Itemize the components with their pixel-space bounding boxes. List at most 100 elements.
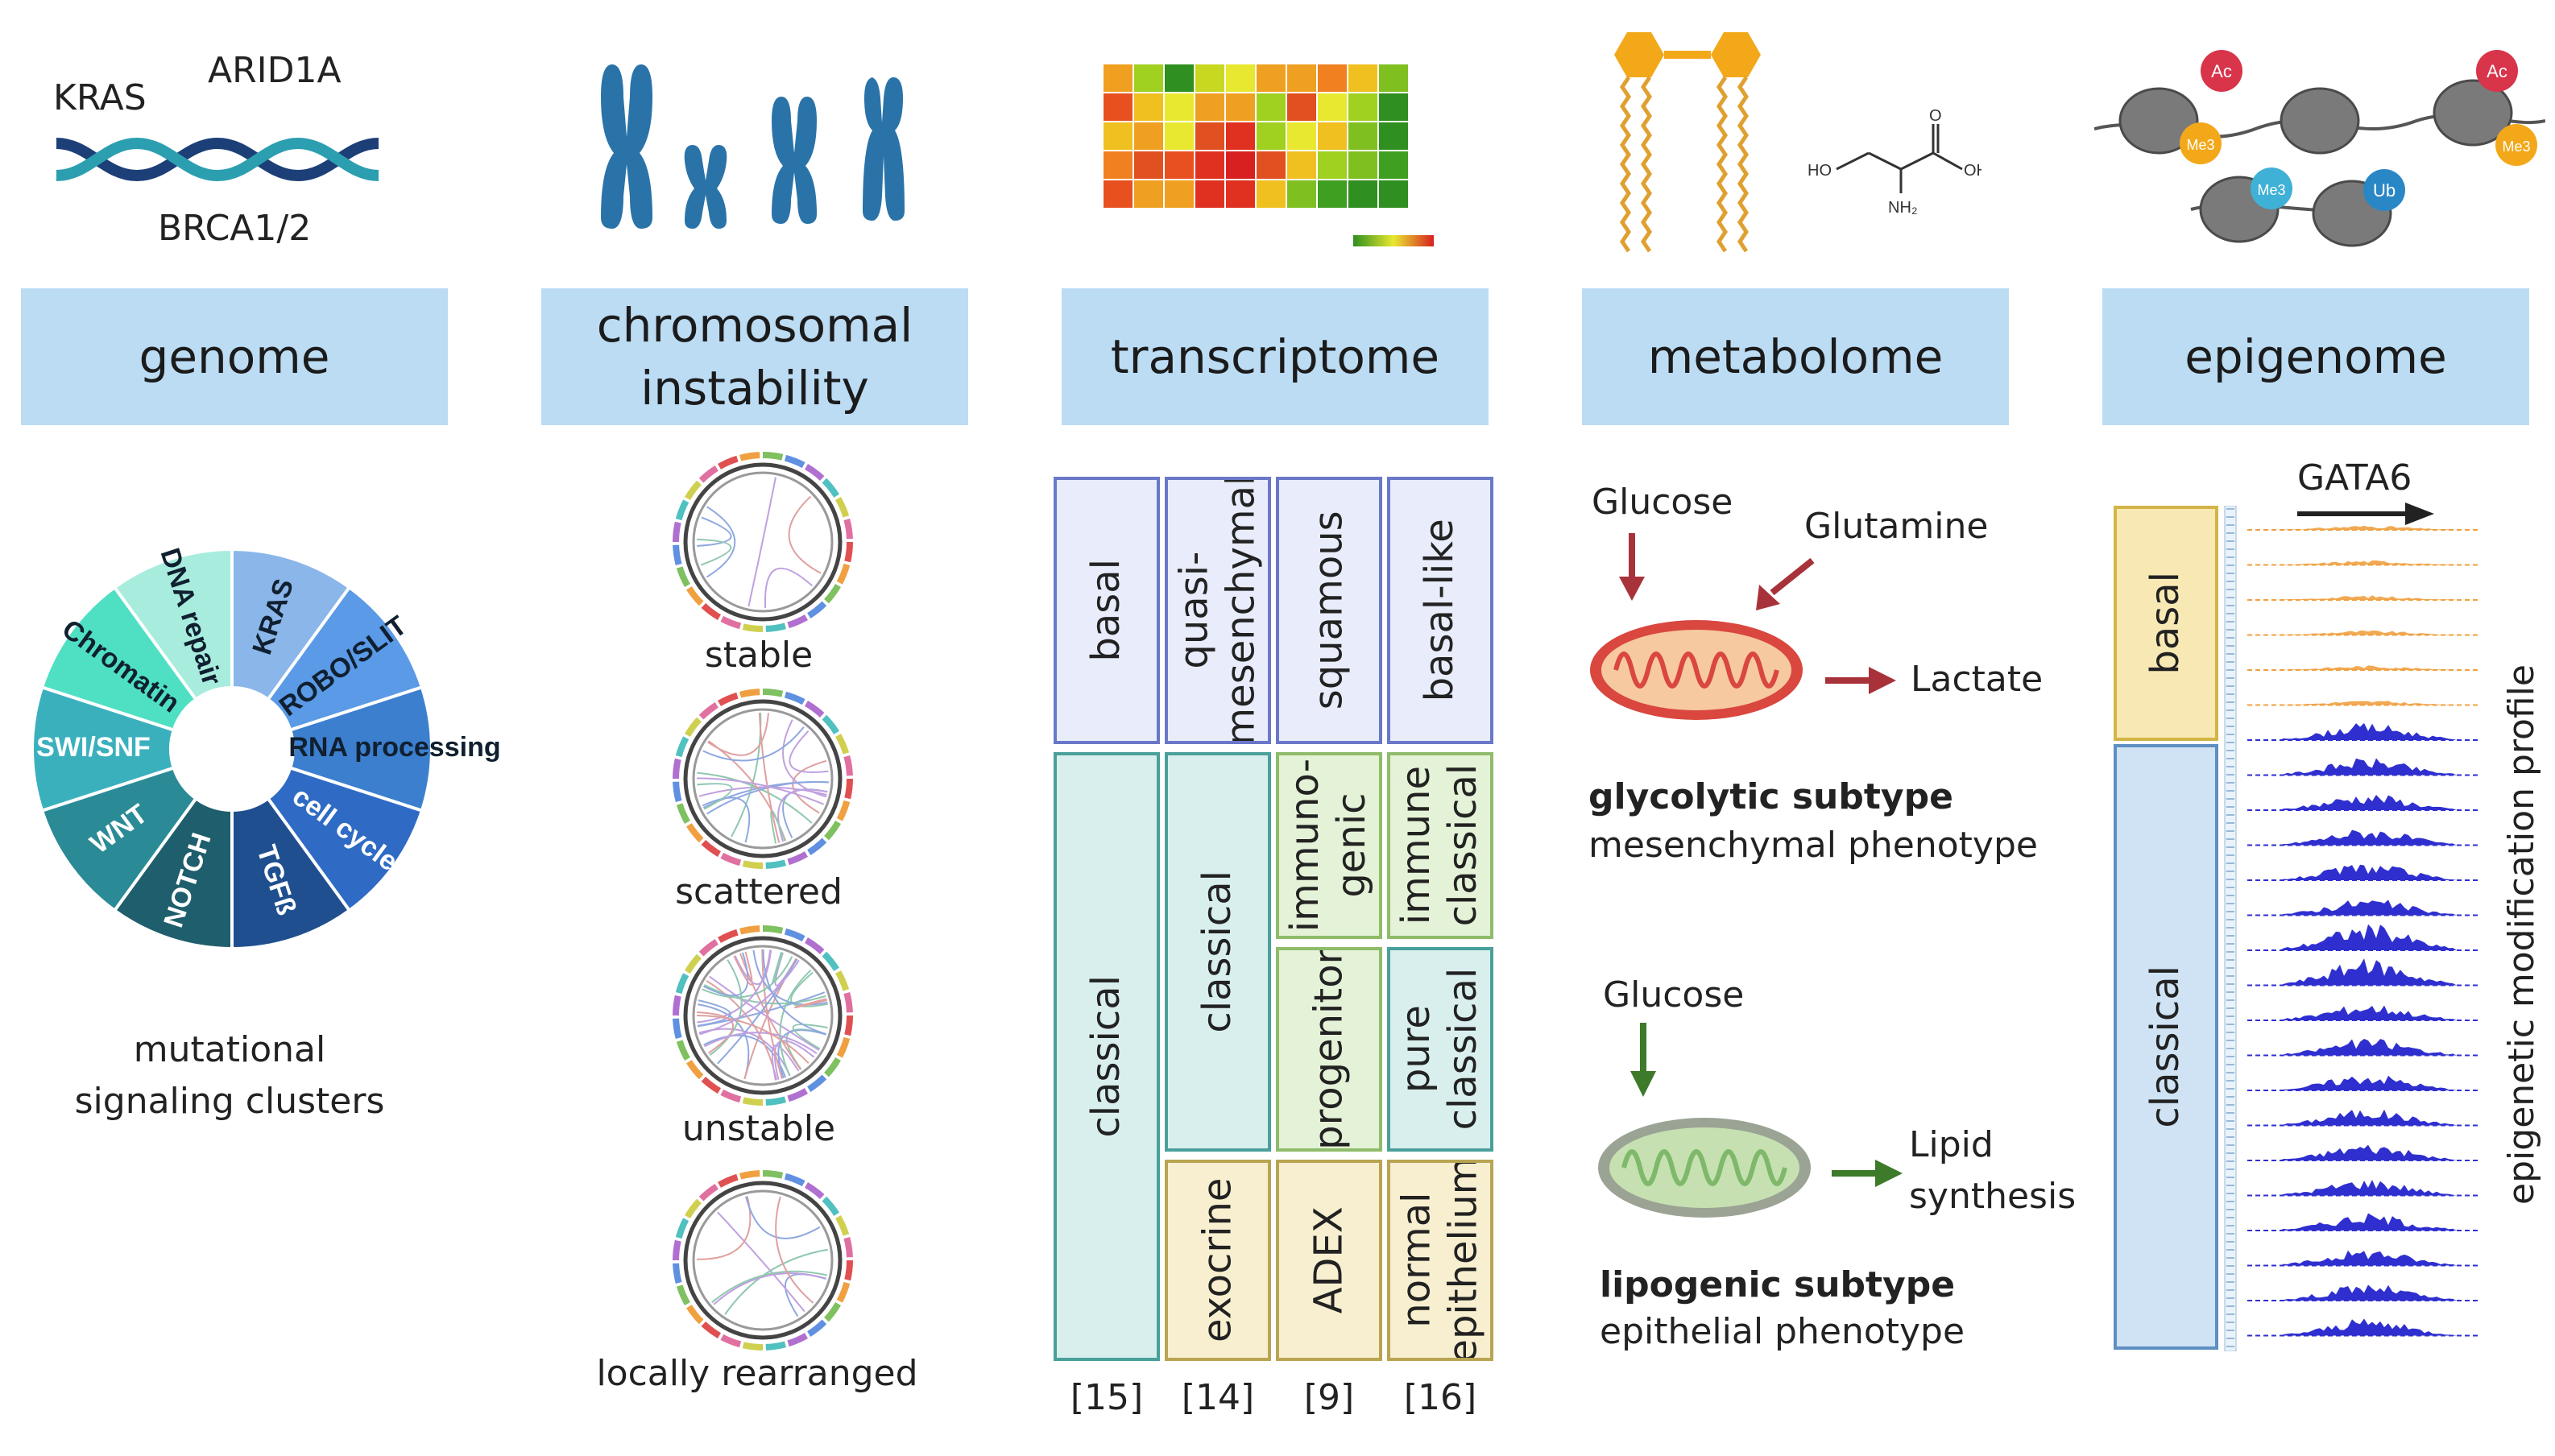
- reference-9: [9]: [1303, 1377, 1355, 1418]
- heatmap-cell: [1287, 180, 1316, 208]
- gene-gata6: GATA6: [2297, 457, 2412, 498]
- wheel-segment: [112, 796, 234, 951]
- track-peak: [2247, 560, 2481, 565]
- heatmap-cell: [1134, 64, 1163, 92]
- circos-plot-scattered: [673, 689, 853, 869]
- heatmap-cell: [1379, 93, 1408, 121]
- track-peak: [2247, 864, 2481, 880]
- track-peak: [2247, 722, 2481, 740]
- amino-acid-structure-icon: HO OH O NH₂: [1808, 107, 1981, 217]
- track-peak: [2247, 758, 2481, 776]
- heatmap-cell: [1379, 122, 1408, 150]
- lipogenic-subtype-label: lipogenic subtype: [1600, 1264, 1956, 1305]
- heatmap-cell: [1104, 64, 1133, 92]
- heatmap-cell: [1257, 180, 1286, 208]
- heatmap-cell: [1348, 93, 1377, 121]
- mitochondrion-lipogenic-icon: [1598, 1118, 1811, 1218]
- heatmap-icon: [1104, 64, 1434, 246]
- heatmap-cell: [1226, 180, 1255, 208]
- arrow-to-lipid-synthesis: [1832, 1160, 1903, 1187]
- heatmap-cell: [1104, 180, 1133, 208]
- mark-me3-1: Me3: [2186, 137, 2214, 153]
- heatmap-cell: [1165, 93, 1194, 121]
- lactate-label: Lactate: [1911, 659, 2044, 700]
- heatmap-cell: [1104, 151, 1133, 179]
- type-locally-rearranged: locally rearranged: [596, 1353, 918, 1394]
- wheel-segment-label: SWI/SNF: [36, 732, 151, 763]
- track-peak: [2247, 900, 2481, 916]
- subtype-adex: ADEX: [1276, 1160, 1382, 1361]
- track-peak: [2247, 630, 2481, 635]
- subtype-immunogenic: immuno-genic: [1276, 752, 1382, 939]
- epigenetic-profile-label: epigenetic modification profile: [2500, 664, 2542, 1205]
- subtype-squamous: squamous: [1276, 477, 1382, 744]
- heatmap-cell: [1195, 122, 1224, 150]
- subtype-exocrine: exocrine: [1165, 1160, 1271, 1361]
- gene-brca: BRCA1/2: [158, 208, 312, 249]
- track-peak: [2247, 1075, 2481, 1090]
- track-peak: [2247, 701, 2481, 705]
- heatmap-cell: [1287, 93, 1316, 121]
- type-unstable: unstable: [681, 1108, 836, 1149]
- dna-helix-icon: [56, 137, 379, 182]
- heatmap-cell: [1348, 64, 1377, 92]
- wheel-segment: [112, 547, 234, 702]
- mark-ub: Ub: [2373, 180, 2396, 201]
- track-peak: [2247, 1039, 2481, 1056]
- glycolytic-glucose-label: Glucose: [1592, 482, 1733, 523]
- circos-plot-locally-rearranged: [673, 1170, 853, 1351]
- heatmap-cell: [1226, 93, 1255, 121]
- track-peak: [2247, 1250, 2481, 1266]
- track-peak: [2247, 665, 2481, 670]
- lipogenic-glucose-label: Glucose: [1603, 974, 1745, 1015]
- mitochondrion-glycolytic-icon: [1590, 620, 1803, 720]
- heatmap-cell: [1195, 93, 1224, 121]
- subtype-classical-14: classical: [1165, 752, 1271, 1152]
- label-nh2: NH₂: [1888, 199, 1918, 217]
- nucleosome-chromatin-icon: Ac Me3 Ac Me3 Me3 Ub: [2094, 50, 2545, 247]
- heatmap-cell: [1348, 151, 1377, 179]
- heatmap-cell: [1104, 122, 1133, 150]
- heatmap-cell: [1195, 151, 1224, 179]
- mesenchymal-phenotype-label: mesenchymal phenotype: [1588, 825, 2038, 866]
- lipid-synthesis-label: Lipid synthesis: [1909, 1124, 2077, 1217]
- track-peak: [2247, 794, 2481, 810]
- heatmap-cell: [1348, 122, 1377, 150]
- subtype-basal-like: basal-like: [1387, 477, 1493, 744]
- heatmap-cell: [1134, 122, 1163, 150]
- heatmap-cell: [1165, 64, 1194, 92]
- heatmap-cell: [1226, 122, 1255, 150]
- heatmap-cell: [1165, 122, 1194, 150]
- heatmap-cell: [1257, 151, 1286, 179]
- heatmap-cell: [1134, 180, 1163, 208]
- subtype-basal-15: basal: [1054, 477, 1160, 744]
- wheel-segment: [39, 585, 199, 733]
- epigenetic-tracks: [2247, 525, 2481, 1337]
- subtype-progenitor: progenitor: [1276, 947, 1382, 1152]
- label-oh: OH: [1964, 162, 1981, 180]
- wheel-segment: [230, 547, 352, 702]
- reference-15: [15]: [1070, 1377, 1144, 1418]
- heatmap-cell: [1257, 64, 1286, 92]
- heatmap-cell: [1257, 122, 1286, 150]
- track-peak: [2247, 1213, 2481, 1231]
- lipid-bilayer-icon: [1614, 32, 1761, 253]
- reference-14: [14]: [1181, 1377, 1255, 1418]
- heatmap-cell: [1165, 151, 1194, 179]
- transcriptome-header: transcriptome: [1062, 288, 1489, 425]
- label-ho: HO: [1808, 162, 1832, 180]
- gata6-direction-arrow: [2297, 503, 2434, 525]
- circos-plot-unstable: [673, 925, 853, 1106]
- mark-ac-1: Ac: [2211, 61, 2232, 81]
- track-peak: [2247, 1179, 2481, 1196]
- wheel-segment: [31, 685, 176, 813]
- track-peak: [2247, 1318, 2481, 1336]
- track-peak: [2247, 924, 2481, 950]
- chromosomes-icon: [601, 64, 905, 229]
- wheel-segment: [265, 765, 424, 913]
- heatmap-cell: [1379, 180, 1408, 208]
- mark-me3-2: Me3: [2502, 139, 2530, 155]
- circos-plot-stable: [673, 452, 853, 632]
